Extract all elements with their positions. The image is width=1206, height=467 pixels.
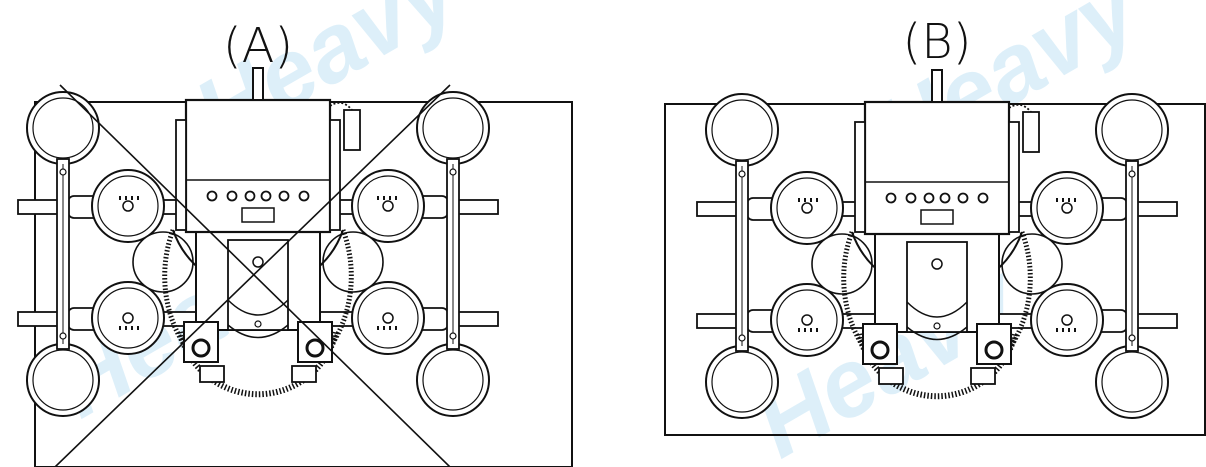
cross-out-line bbox=[59, 84, 451, 467]
panel-a: (A) bbox=[18, 18, 573, 467]
panel-b: (B) bbox=[664, 14, 1206, 436]
panel-a-label: (A) bbox=[223, 18, 293, 74]
panel-a-lifter bbox=[18, 68, 498, 416]
panel-b-label: (B) bbox=[903, 14, 972, 70]
cross-out-line bbox=[54, 84, 451, 467]
